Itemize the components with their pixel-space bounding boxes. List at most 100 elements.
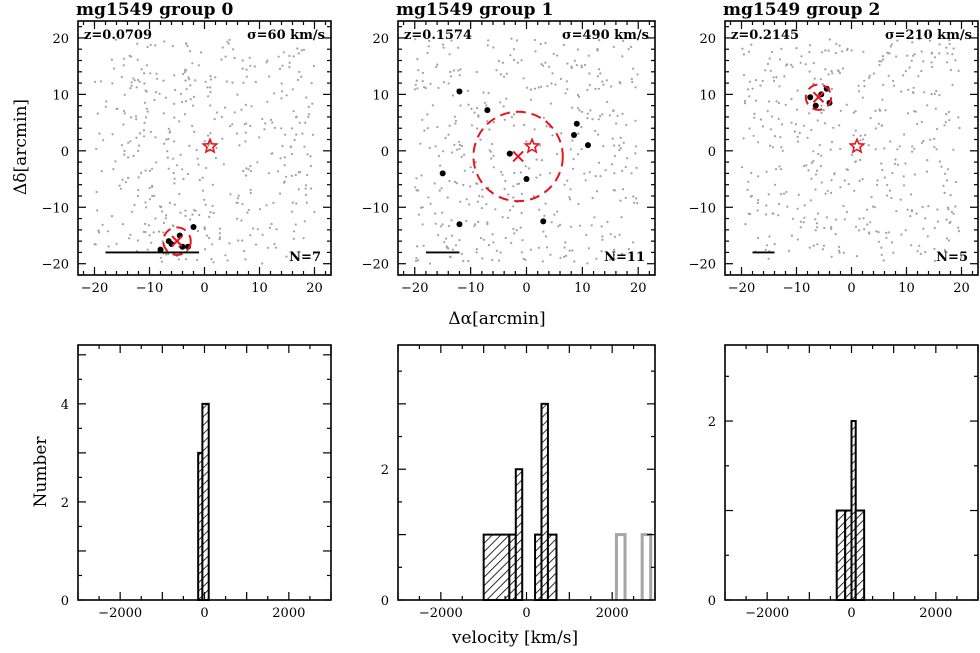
- background-galaxy: [768, 235, 771, 238]
- y-tick-label: −10: [362, 201, 389, 216]
- background-galaxy: [554, 83, 557, 86]
- background-galaxy: [893, 162, 897, 165]
- background-galaxy: [621, 55, 624, 58]
- background-galaxy: [497, 60, 500, 63]
- background-galaxy: [880, 246, 883, 249]
- background-galaxy: [306, 173, 309, 177]
- background-galaxy: [619, 136, 622, 139]
- background-galaxy: [783, 192, 786, 195]
- background-galaxy: [596, 133, 600, 136]
- background-galaxy: [594, 175, 597, 178]
- background-galaxy: [802, 221, 805, 224]
- background-galaxy: [187, 76, 190, 79]
- background-galaxy: [163, 142, 166, 145]
- background-galaxy: [172, 157, 175, 160]
- background-galaxy: [249, 191, 252, 195]
- background-galaxy: [881, 98, 884, 101]
- background-galaxy: [634, 119, 637, 122]
- background-galaxy: [164, 217, 167, 220]
- background-galaxy: [285, 175, 288, 178]
- background-galaxy: [233, 56, 236, 60]
- background-galaxy: [300, 75, 303, 78]
- background-galaxy: [137, 188, 140, 192]
- background-galaxy: [933, 92, 936, 95]
- background-galaxy: [520, 192, 524, 196]
- background-galaxy: [296, 47, 299, 50]
- background-galaxy: [130, 84, 133, 87]
- background-galaxy: [437, 86, 440, 89]
- background-galaxy: [280, 97, 283, 100]
- y-tick-label: 4: [61, 398, 69, 413]
- background-galaxy: [154, 136, 157, 139]
- background-galaxy: [796, 140, 800, 143]
- background-galaxy: [859, 134, 862, 137]
- count-label: N=5: [936, 250, 968, 265]
- background-galaxy: [311, 102, 314, 105]
- background-galaxy: [920, 50, 923, 53]
- background-galaxy: [621, 252, 624, 255]
- background-galaxy: [491, 259, 494, 262]
- background-galaxy: [542, 116, 545, 119]
- background-galaxy: [209, 211, 212, 214]
- background-galaxy: [841, 67, 845, 70]
- background-galaxy: [101, 223, 104, 226]
- background-galaxy: [492, 46, 495, 49]
- background-galaxy: [947, 239, 951, 242]
- background-galaxy: [580, 125, 583, 129]
- background-galaxy: [298, 70, 301, 73]
- background-galaxy: [858, 179, 861, 182]
- background-galaxy: [873, 206, 876, 209]
- background-galaxy: [539, 173, 542, 176]
- background-galaxy: [954, 180, 958, 184]
- background-galaxy: [140, 68, 143, 71]
- background-galaxy: [892, 251, 895, 254]
- background-galaxy: [933, 56, 937, 59]
- background-galaxy: [935, 128, 939, 131]
- background-galaxy: [281, 145, 284, 148]
- background-galaxy: [136, 58, 139, 61]
- background-galaxy: [173, 116, 176, 119]
- background-galaxy: [827, 73, 830, 76]
- background-galaxy: [599, 115, 602, 118]
- background-galaxy: [784, 103, 787, 106]
- background-galaxy: [819, 165, 823, 168]
- background-galaxy: [559, 256, 562, 259]
- background-galaxy: [515, 229, 518, 232]
- lens-star-marker: [201, 137, 219, 154]
- background-galaxy: [510, 241, 513, 244]
- background-galaxy: [421, 71, 424, 75]
- background-galaxy: [922, 60, 925, 63]
- count-label: N=11: [604, 250, 645, 265]
- x-tick-label: 2000: [272, 606, 305, 621]
- background-galaxy: [619, 147, 623, 150]
- background-galaxy: [166, 156, 169, 159]
- background-galaxy: [747, 180, 750, 183]
- background-galaxy: [191, 213, 194, 216]
- background-galaxy: [179, 211, 182, 214]
- background-galaxy: [890, 241, 894, 244]
- background-galaxy: [486, 44, 489, 47]
- background-galaxy: [610, 163, 614, 166]
- background-galaxy: [297, 188, 300, 191]
- background-galaxy: [256, 161, 259, 164]
- background-galaxy: [577, 95, 581, 98]
- background-galaxy: [906, 208, 909, 211]
- background-galaxy: [909, 193, 913, 196]
- background-galaxy: [221, 137, 224, 140]
- background-galaxy: [304, 121, 307, 124]
- background-galaxy: [248, 56, 251, 59]
- background-galaxy: [929, 138, 932, 141]
- background-galaxy: [281, 90, 284, 93]
- background-galaxy: [951, 83, 954, 86]
- background-galaxy: [272, 201, 275, 204]
- background-galaxy: [949, 220, 952, 223]
- background-galaxy: [197, 64, 200, 67]
- background-galaxy: [619, 82, 622, 85]
- background-galaxy: [816, 226, 819, 229]
- background-galaxy: [869, 117, 872, 120]
- background-galaxy: [185, 258, 188, 261]
- background-galaxy: [766, 62, 770, 66]
- background-galaxy: [212, 211, 215, 215]
- background-galaxy: [196, 157, 199, 160]
- background-galaxy: [149, 130, 152, 133]
